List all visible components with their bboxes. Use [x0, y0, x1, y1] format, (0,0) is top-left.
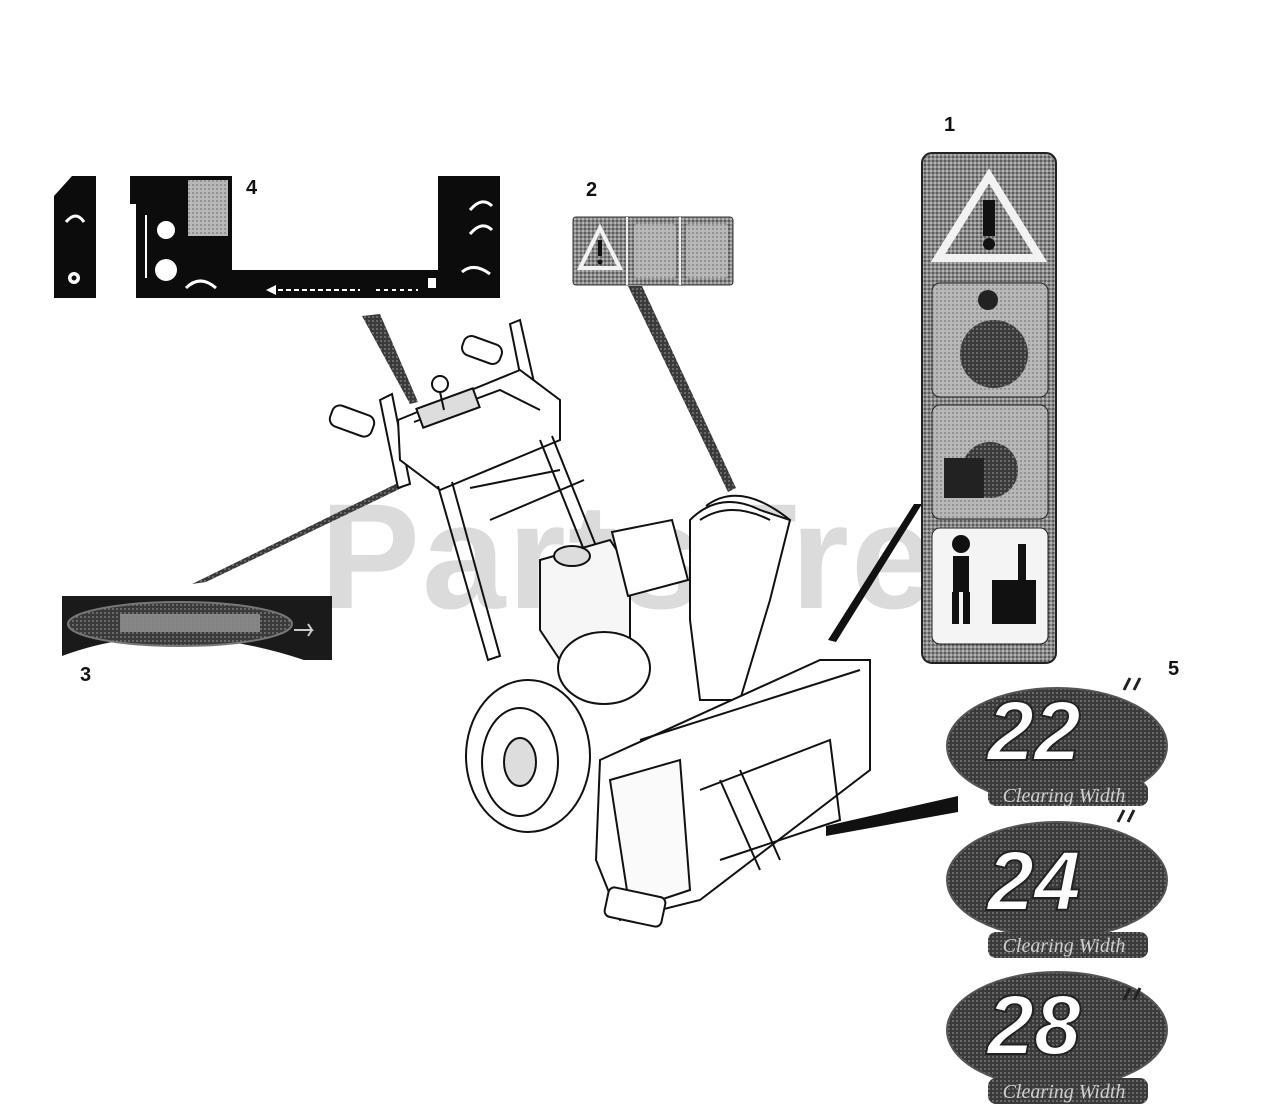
decal-3-brand-strip: [62, 596, 332, 660]
callout-5: 5: [1168, 658, 1180, 680]
snowblower-drawing: [328, 318, 871, 928]
decal-4-control-panel: [54, 176, 500, 298]
callout-1: 1: [944, 114, 956, 136]
width-22-caption: Clearing Width: [1003, 785, 1126, 807]
leader-4: [362, 314, 418, 404]
leader-5: [826, 796, 958, 836]
decal-2-warning-strip: [572, 216, 734, 286]
width-badge-28: [946, 971, 1168, 1104]
decal-1-warning-tall: [921, 152, 1057, 664]
callout-2: 2: [586, 179, 598, 201]
decal-5-clearing-width: 22 24 28 Clearing Width Clearing Width C…: [946, 677, 1168, 1104]
width-22-number: 22: [985, 684, 1080, 778]
width-28-number: 28: [985, 978, 1081, 1072]
width-badge-22: [946, 687, 1168, 806]
callout-3: 3: [80, 664, 92, 686]
width-badge-24: [946, 821, 1168, 958]
leader-3: [192, 480, 410, 584]
leader-2: [628, 286, 736, 492]
callout-4: 4: [246, 177, 258, 199]
leader-1: [828, 504, 922, 642]
width-24-caption: Clearing Width: [1003, 935, 1126, 957]
width-28-caption: Clearing Width: [1003, 1081, 1126, 1103]
width-24-number: 24: [985, 834, 1080, 928]
